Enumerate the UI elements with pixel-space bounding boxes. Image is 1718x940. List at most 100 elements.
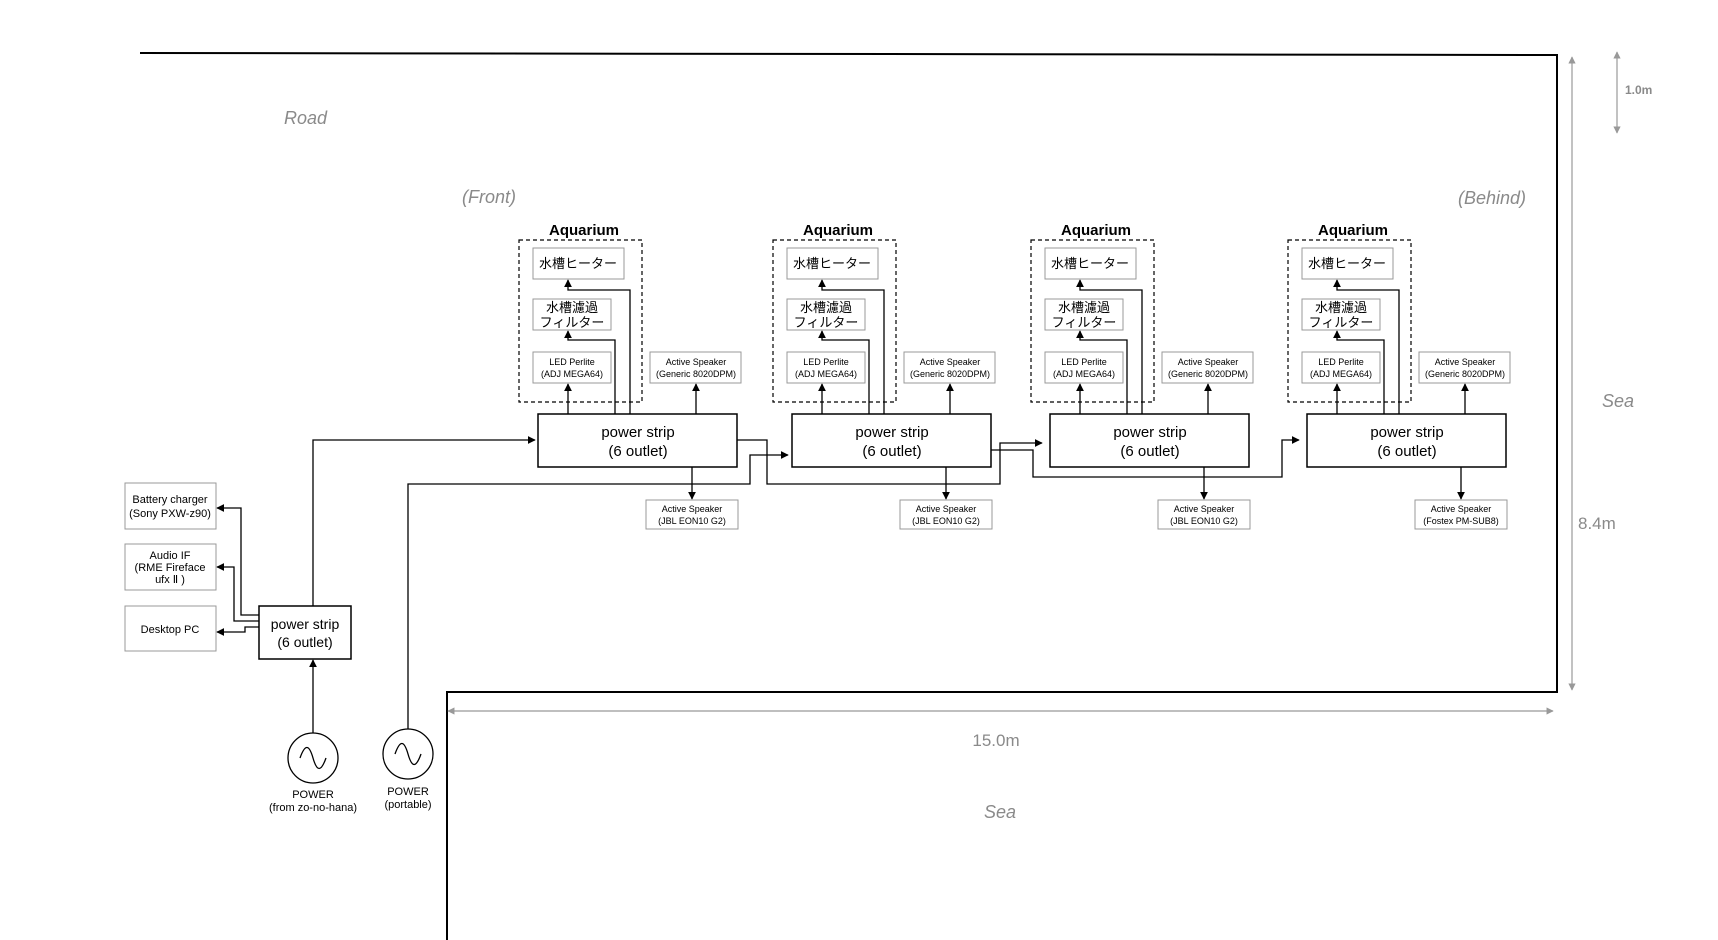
sea-bottom-label: Sea [984,802,1016,822]
speaker-bottom-model: (JBL EON10 G2) [912,516,980,526]
aquarium-enclosure [772,239,897,403]
power-source-portable-label: POWER [387,786,429,798]
led-perlite-box [1044,351,1124,384]
audio-if-label: Audio IF [150,550,191,562]
front-label: (Front) [462,187,516,207]
aquarium-enclosure [518,239,643,403]
speaker-top-label: Active Speaker [1178,357,1239,367]
speaker-top-box [649,351,742,384]
wire-to-filter [1076,330,1128,414]
led-perlite-label: LED Perlite [803,357,849,367]
led-perlite-box [1301,351,1381,384]
power-strip [537,413,738,468]
power-source-portable: POWER (portable) [382,728,434,811]
heater-box [1044,247,1137,280]
filter-label-2: フィルター [1309,315,1374,330]
heater-box [786,247,879,280]
ac-wave-icon [394,742,422,766]
speaker-bottom-label: Active Speaker [662,504,723,514]
power-strip-label: power strip [855,424,928,441]
aquarium-enclosure [1030,239,1155,403]
wire-strip-1-to-strip-3 [737,439,1043,485]
power-strip-left [258,605,352,660]
led-perlite-model: (ADJ MEGA64) [1053,369,1115,379]
led-perlite-label: LED Perlite [549,357,595,367]
audio-if-model-2: ufx Ⅱ ) [155,574,185,586]
led-perlite-box [786,351,866,384]
speaker-top-label: Active Speaker [1435,357,1496,367]
aquarium-enclosure [1287,239,1412,403]
audio-if-model: (RME Fireface [135,562,206,574]
aquarium-group-2: Aquarium 水槽ヒーター 水槽濾過 フィルター LED Perlite (… [772,222,996,530]
power-strip-label: power strip [1370,424,1443,441]
led-perlite-model: (ADJ MEGA64) [795,369,857,379]
speaker-top-box [1161,351,1254,384]
aquarium-title: Aquarium [1061,222,1131,239]
speaker-bottom-label: Active Speaker [1431,504,1492,514]
power-strip-outlets: (6 outlet) [1377,443,1436,460]
speaker-bottom-box [1157,499,1251,530]
filter-label: 水槽濾過 [800,300,852,315]
speaker-bottom-model: (JBL EON10 G2) [658,516,726,526]
left-device-cluster: Battery charger (Sony PXW-z90) Audio IF … [124,482,352,660]
power-strip-outlets: (6 outlet) [608,443,667,460]
power-source-main-origin: (from zo-no-hana) [269,802,357,814]
led-perlite-model: (ADJ MEGA64) [541,369,603,379]
ac-wave-icon [299,746,327,770]
wire-to-filter [564,330,616,414]
speaker-bottom-model: (Fostex PM-SUB8) [1423,516,1499,526]
aquarium-group-3: Aquarium 水槽ヒーター 水槽濾過 フィルター LED Perlite (… [1030,222,1254,530]
power-strip-outlets: (6 outlet) [862,443,921,460]
heater-label: 水槽ヒーター [1051,256,1129,271]
filter-label: 水槽濾過 [1058,300,1110,315]
filter-label-2: フィルター [1052,315,1117,330]
behind-label: (Behind) [1458,188,1526,208]
power-strip-label: power strip [601,424,674,441]
road-label: Road [284,108,328,128]
wire-to-filter [1333,330,1385,414]
venue-boundary [139,52,1558,940]
wire-to-audio-if [216,563,259,622]
heater-label: 水槽ヒーター [1308,256,1386,271]
speaker-bottom-box [645,499,739,530]
filter-box [786,298,866,331]
power-strip [1049,413,1250,468]
filter-label: 水槽濾過 [546,300,598,315]
power-source-portable-origin: (portable) [384,799,431,811]
wire-left-strip-to-strip-1 [312,436,536,606]
speaker-top-label: Active Speaker [666,357,727,367]
wire-to-heater [564,279,631,414]
filter-label-2: フィルター [540,315,605,330]
filter-box [532,298,612,331]
led-perlite-label: LED Perlite [1061,357,1107,367]
wire-to-heater [1076,279,1143,414]
speaker-top-model: (Generic 8020DPM) [910,369,990,379]
heater-label: 水槽ヒーター [793,256,871,271]
wire-to-desktop-pc [216,626,259,636]
filter-label-2: フィルター [794,315,859,330]
wire-to-filter [818,330,870,414]
power-strip [791,413,992,468]
sea-right-label: Sea [1602,391,1634,411]
speaker-bottom-box [1414,499,1508,530]
power-strip-outlets: (6 outlet) [1120,443,1179,460]
desktop-pc-label: Desktop PC [141,624,200,636]
power-strip-left-label: power strip [271,616,340,632]
wire-to-heater [1333,279,1400,414]
wire-to-heater [818,279,885,414]
margin-dimension-label: 1.0m [1625,83,1652,97]
power-source-main-label: POWER [292,789,334,801]
filter-box [1301,298,1381,331]
wire-to-battery-charger [216,504,259,616]
heater-label: 水槽ヒーター [539,256,617,271]
battery-charger-box [124,482,217,530]
power-source-main: POWER (from zo-no-hana) [269,659,357,814]
led-perlite-model: (ADJ MEGA64) [1310,369,1372,379]
aquarium-title: Aquarium [1318,222,1388,239]
width-dimension-label: 15.0m [972,731,1019,750]
aquarium-title: Aquarium [549,222,619,239]
speaker-bottom-box [899,499,993,530]
battery-charger-model: (Sony PXW-z90) [129,508,211,520]
speaker-bottom-label: Active Speaker [916,504,977,514]
